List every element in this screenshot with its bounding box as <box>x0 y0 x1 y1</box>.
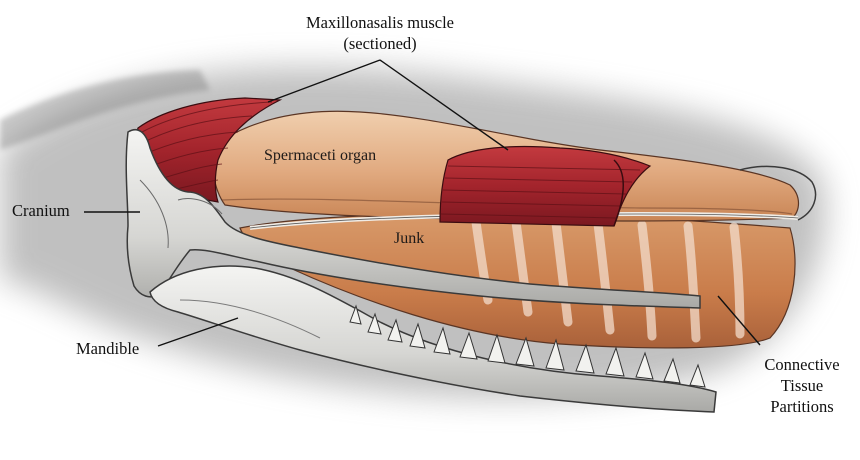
leader-mandible <box>157 317 239 347</box>
rostrum-outline <box>739 165 817 221</box>
leader-connective <box>717 295 761 346</box>
leader-maxillonasalis-right <box>379 59 509 151</box>
mandible-teeth <box>349 304 706 388</box>
mandible <box>149 265 717 413</box>
label-connective-line1: Connective <box>764 355 840 374</box>
label-spermaceti-organ: Spermaceti organ <box>264 147 377 164</box>
connective-tissue-partitions <box>471 217 745 343</box>
maxillonasalis-muscle-middle <box>439 145 652 227</box>
cranium <box>125 128 701 309</box>
label-mandible: Mandible <box>76 339 140 358</box>
label-cranium: Cranium <box>12 201 70 220</box>
label-maxillonasalis-line1: Maxillonasalis muscle <box>305 13 455 32</box>
label-connective-tissue-partitions: Connective Tissue Partitions <box>752 354 852 417</box>
leader-maxillonasalis-left <box>267 59 381 103</box>
label-connective-line2: Tissue <box>780 376 824 395</box>
label-maxillonasalis-line2: (sectioned) <box>343 34 417 53</box>
label-junk: Junk <box>394 230 425 247</box>
junk-region <box>239 212 796 349</box>
label-maxillonasalis-muscle: Maxillonasalis muscle (sectioned) <box>290 12 470 54</box>
leader-lines <box>84 59 761 347</box>
label-connective-line3: Partitions <box>770 397 834 416</box>
